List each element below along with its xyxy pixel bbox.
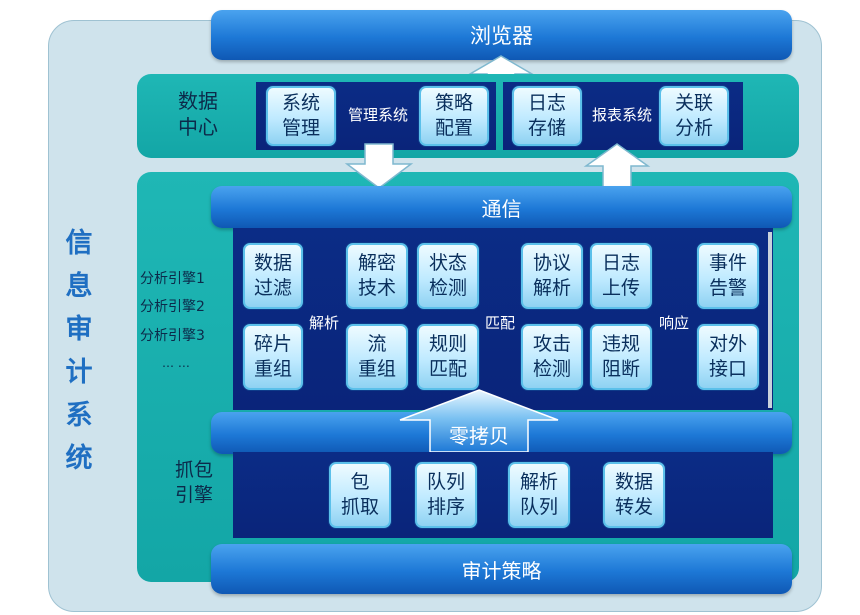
down-arrow-icon — [344, 143, 414, 189]
policy-config-box: 策略 配置 — [419, 86, 489, 146]
browser-bar: 浏览器 — [211, 10, 792, 60]
parse-queue-box: 解析 队列 — [508, 462, 570, 528]
match-label: 匹配 — [484, 314, 515, 332]
audit-strategy-bar: 审计策略 — [211, 544, 792, 594]
parse-label: 解析 — [308, 314, 339, 332]
attack-detection-box: 攻击 检测 — [521, 324, 583, 390]
data-filter-box: 数据 过滤 — [243, 243, 303, 309]
decryption-box: 解密 技术 — [346, 243, 408, 309]
up-arrow-report-icon — [583, 143, 651, 189]
rule-matching-box: 规则 匹配 — [417, 324, 479, 390]
management-system-label: 管理系统 — [347, 106, 408, 124]
engine-label-1: 分析引擎1 — [140, 271, 205, 287]
data-center-label: 数据 中心 — [178, 89, 218, 139]
queue-sort-box: 队列 排序 — [415, 462, 477, 528]
stream-reassembly-box: 流 重组 — [346, 324, 408, 390]
fragment-reassembly-box: 碎片 重组 — [243, 324, 303, 390]
protocol-parse-box: 协议 解析 — [521, 243, 583, 309]
system-management-box: 系统 管理 — [266, 86, 336, 146]
correlation-analysis-box: 关联 分析 — [659, 86, 729, 146]
zero-copy-label: 零拷贝 — [449, 424, 509, 448]
capture-engine-label: 抓包 引擎 — [174, 459, 213, 506]
analysis-scroll-edge — [768, 232, 772, 408]
engine-label-3: 分析引擎3 — [140, 328, 205, 344]
state-detection-box: 状态 检测 — [417, 243, 479, 309]
violation-block-box: 违规 阻断 — [590, 324, 652, 390]
report-system-label: 报表系统 — [591, 106, 652, 124]
external-interface-box: 对外 接口 — [697, 324, 759, 390]
capture-area — [233, 452, 773, 538]
engine-label-more: … … — [162, 356, 190, 370]
packet-capture-box: 包 抓取 — [329, 462, 391, 528]
data-forward-box: 数据 转发 — [603, 462, 665, 528]
log-upload-box: 日志 上传 — [590, 243, 652, 309]
respond-label: 响应 — [658, 314, 689, 332]
system-title: 信 息 审 计 系 统 — [65, 228, 93, 474]
communication-bar: 通信 — [211, 186, 792, 228]
engine-label-2: 分析引擎2 — [140, 299, 205, 315]
event-alert-box: 事件 告警 — [697, 243, 759, 309]
analysis-area — [233, 228, 773, 410]
log-storage-box: 日志 存储 — [512, 86, 582, 146]
